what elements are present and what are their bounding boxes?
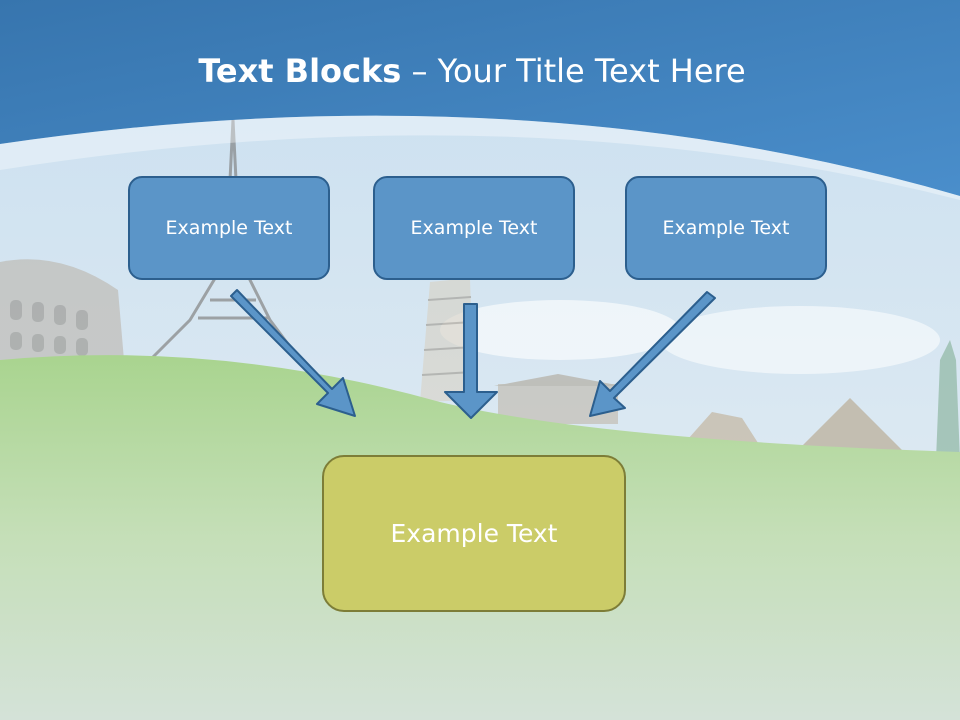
result-text-block-label: Example Text [390, 519, 558, 548]
text-block-right-label: Example Text [662, 217, 790, 239]
text-block-left[interactable]: Example Text [128, 176, 330, 280]
arrow-left-to-center [230, 289, 356, 417]
colosseum-icon [0, 259, 124, 360]
title-separator: – [401, 52, 438, 90]
text-block-right[interactable]: Example Text [625, 176, 827, 280]
slide-title: Text Blocks – Your Title Text Here [0, 52, 944, 90]
header-band [0, 0, 960, 196]
title-rest-text: Your Title Text Here [437, 52, 746, 90]
arrow-center-down [444, 303, 498, 419]
statue-of-liberty-icon [936, 340, 960, 460]
pyramid-icon [798, 398, 902, 450]
text-block-center-label: Example Text [410, 217, 538, 239]
arrow-right-to-center [589, 291, 716, 417]
result-text-block[interactable]: Example Text [322, 455, 626, 612]
title-bold-text: Text Blocks [198, 52, 402, 90]
text-block-center[interactable]: Example Text [373, 176, 575, 280]
text-block-left-label: Example Text [165, 217, 293, 239]
